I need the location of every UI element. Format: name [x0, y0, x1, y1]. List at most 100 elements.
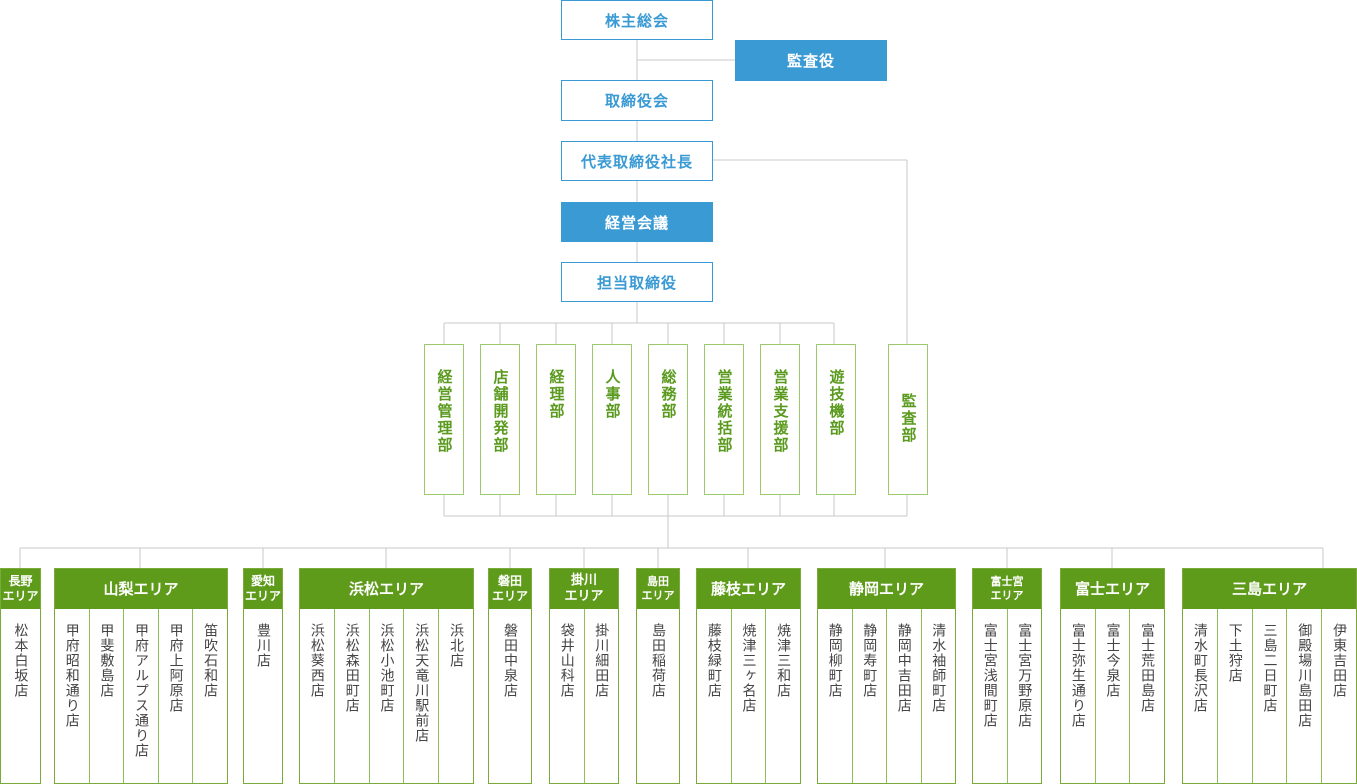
store-list: 富士宮浅間町店 富士宮万野原店 — [973, 609, 1041, 783]
store-item: 甲府上阿原店 — [157, 609, 193, 783]
store-name: 静岡柳町店 — [826, 623, 843, 698]
store-item: 袋井山科店 — [550, 609, 584, 783]
store-name: 浜松小池町店 — [378, 623, 395, 713]
department-hr: 人事部 — [592, 344, 632, 495]
store-item: 伊東吉田店 — [1321, 609, 1356, 783]
store-name: 袋井山科店 — [558, 623, 575, 698]
store-name: 浜北店 — [448, 623, 465, 668]
area-box: 掛川 エリア袋井山科店掛川細田店 — [549, 568, 619, 784]
department-label: 経営管理部 — [435, 369, 454, 454]
area-title: 愛知 エリア — [244, 569, 282, 609]
department-label: 人事部 — [603, 369, 622, 420]
area-title: 富士宮 エリア — [973, 569, 1041, 609]
director-in-charge-box: 担当取締役 — [561, 262, 713, 302]
store-item: 下土狩店 — [1216, 609, 1252, 783]
store-item: 松本白坂店 — [1, 609, 40, 783]
store-name: 浜松天竜川駅前店 — [413, 623, 430, 743]
area-box: 富士宮 エリア富士宮浅間町店 富士宮万野原店 — [972, 568, 1042, 784]
store-item: 焼津三和店 — [765, 609, 800, 783]
store-list: 富士弥生通り店富士今泉店 富士荒田島店 — [1061, 609, 1164, 783]
store-name: 焼津三和店 — [775, 623, 792, 698]
store-list: 浜松葵西店浜松森田町店浜松小池町店 浜松天竜川駅前店 浜北店 — [300, 609, 473, 783]
store-name: 下土狩店 — [1226, 623, 1243, 683]
store-item: 焼津三ヶ名店 — [730, 609, 766, 783]
store-item: 静岡寿町店 — [851, 609, 887, 783]
department-accounting: 経理部 — [536, 344, 576, 495]
department-sales-support: 営業支援部 — [760, 344, 800, 495]
department-label: 総務部 — [659, 369, 678, 420]
store-item: 掛川細田店 — [583, 609, 619, 783]
store-item: 静岡中吉田店 — [886, 609, 921, 783]
store-list: 袋井山科店 掛川細田店 — [550, 609, 618, 783]
store-name: 藤枝緑町店 — [705, 623, 722, 698]
area-box: 長野 エリア松本白坂店 — [0, 568, 41, 784]
store-name: 静岡中吉田店 — [895, 623, 912, 713]
store-item: 富士今泉店 — [1094, 609, 1130, 783]
board-of-directors-box: 取締役会 — [561, 80, 713, 121]
store-item: 甲斐敷島店 — [88, 609, 124, 783]
store-item: 甲府アルプス通り店 — [123, 609, 158, 783]
store-name: 甲府アルプス通り店 — [132, 623, 149, 758]
store-name: 甲府上阿原店 — [167, 623, 184, 713]
department-management: 経営管理部 — [424, 344, 464, 495]
store-name: 伊東吉田店 — [1331, 623, 1348, 698]
store-name: 富士宮浅間町店 — [981, 623, 998, 728]
store-name: 磐田中泉店 — [502, 623, 518, 698]
store-item: 御殿場川島田店 — [1286, 609, 1321, 783]
president-box: 代表取締役社長 — [561, 141, 713, 181]
area-box: 藤枝エリア藤枝緑町店焼津三ヶ名店焼津三和店 — [696, 568, 801, 784]
auditor-box: 監査役 — [735, 40, 887, 81]
store-name: 三島二日町店 — [1261, 623, 1278, 713]
store-item: 清水袖師町店 — [920, 609, 956, 783]
store-item: 浜松天竜川駅前店 — [403, 609, 438, 783]
area-box: 山梨エリア甲府昭和通り店甲斐敷島店甲府アルプス通り店甲府上阿原店笛吹石和店 — [54, 568, 228, 784]
area-title: 長野 エリア — [1, 569, 40, 609]
department-label: 監査部 — [899, 393, 918, 444]
area-title: 三島エリア — [1183, 569, 1356, 609]
store-item: 浜松森田町店 — [333, 609, 369, 783]
store-item: 豊川店 — [244, 609, 282, 783]
department-audit: 監査部 — [888, 344, 928, 495]
store-name: 甲府昭和通り店 — [63, 623, 80, 728]
department-gaming-machines: 遊技機部 — [816, 344, 856, 495]
department-sales-management: 営業統括部 — [704, 344, 744, 495]
area-box: 磐田 エリア磐田中泉店 — [488, 568, 532, 784]
store-item: 磐田中泉店 — [489, 609, 531, 783]
store-item: 笛吹石和店 — [192, 609, 227, 783]
store-item: 浜北店 — [438, 609, 473, 783]
store-item: 甲府昭和通り店 — [55, 609, 89, 783]
area-title: 富士エリア — [1061, 569, 1164, 609]
store-name: 清水袖師町店 — [930, 623, 947, 713]
department-label: 営業統括部 — [715, 369, 734, 454]
department-label: 経理部 — [547, 369, 566, 420]
store-name: 浜松葵西店 — [308, 623, 325, 698]
area-box: 富士エリア富士弥生通り店富士今泉店 富士荒田島店 — [1060, 568, 1165, 784]
store-item: 清水町長沢店 — [1183, 609, 1217, 783]
store-item: 富士弥生通り店 — [1061, 609, 1095, 783]
area-title: 島田 エリア — [637, 569, 679, 609]
area-box: 島田 エリア島田稲荷店 — [636, 568, 680, 784]
store-list: 島田稲荷店 — [637, 609, 679, 783]
area-title: 静岡エリア — [818, 569, 955, 609]
store-item: 静岡柳町店 — [818, 609, 852, 783]
store-name: 豊川店 — [255, 623, 271, 668]
store-name: 甲斐敷島店 — [98, 623, 115, 698]
store-name: 掛川細田店 — [593, 623, 610, 698]
store-list: 磐田中泉店 — [489, 609, 531, 783]
store-name: 富士荒田島店 — [1139, 623, 1156, 713]
area-box: 浜松エリア浜松葵西店浜松森田町店浜松小池町店浜松天竜川駅前店浜北店 — [299, 568, 474, 784]
store-name: 富士宮万野原店 — [1016, 623, 1033, 728]
store-list: 松本白坂店 — [1, 609, 40, 783]
store-name: 焼津三ヶ名店 — [740, 623, 757, 713]
department-general-affairs: 総務部 — [648, 344, 688, 495]
store-list: 静岡柳町店静岡寿町店静岡中吉田店 清水袖師町店 — [818, 609, 955, 783]
area-title: 磐田 エリア — [489, 569, 531, 609]
department-label: 店舗開発部 — [491, 369, 510, 454]
store-list: 豊川店 — [244, 609, 282, 783]
store-item: 藤枝緑町店 — [697, 609, 731, 783]
store-list: 清水町長沢店下土狩店 三島二日町店 御殿場川島田店 伊東吉田店 — [1183, 609, 1356, 783]
store-item: 富士宮万野原店 — [1006, 609, 1042, 783]
store-name: 富士今泉店 — [1104, 623, 1121, 698]
store-name: 御殿場川島田店 — [1296, 623, 1313, 728]
